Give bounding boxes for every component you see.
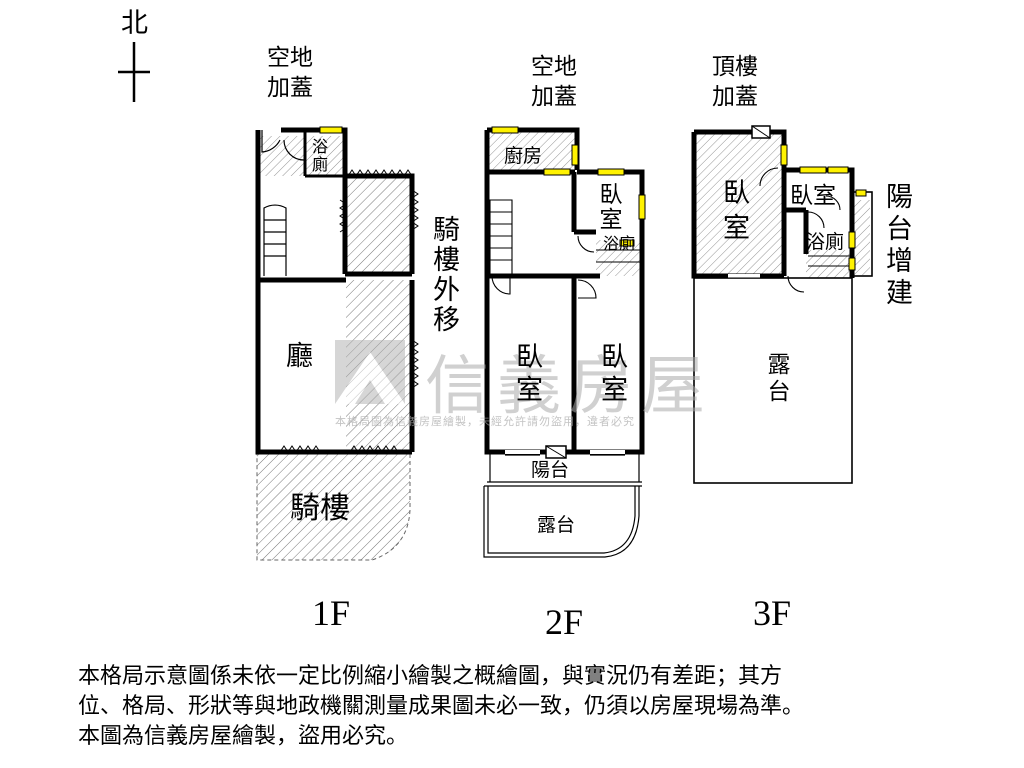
north-arrow-icon [118, 42, 150, 102]
f2-small-bedroom-label: 臥室 [595, 182, 621, 232]
floor-3-plan [691, 125, 873, 484]
floor-3-label: 3F [753, 593, 792, 633]
f2-open-space-addition-label: 空地加蓋 [531, 54, 577, 110]
f3-terrace-label: 露台 [763, 352, 789, 406]
f3-balcony-addition-label: 陽台增建 [881, 182, 912, 310]
f2-bath-label: 浴廁 [603, 234, 636, 253]
f1-bath-label: 浴廁 [309, 138, 328, 174]
disclaimer-line-2: 位、格局、形狀等與地政機關測量成果圖未必一致，仍須以房屋現場為準。 [78, 694, 805, 719]
f1-arcade-shift-label: 騎樓外移 [428, 215, 459, 335]
f2-kitchen-label: 廚房 [504, 145, 543, 167]
f3-left-bedroom-label: 臥室 [718, 178, 749, 248]
f1-arcade-label: 騎樓 [290, 491, 350, 526]
disclaimer-line-1: 本格局示意圖係未依一定比例縮小繪製之概繪圖，與實況仍有差距；其方 [78, 664, 783, 689]
disclaimer-line-3: 本圖為信義房屋繪製，盜用必究。 [78, 724, 409, 749]
floor-1-plan [255, 126, 419, 561]
f2-right-bedroom-label: 臥室 [596, 342, 627, 408]
f2-left-bedroom-label: 臥室 [511, 342, 542, 408]
floor-1-label: 1F [312, 593, 351, 633]
disclaimer-text: 本格局示意圖係未依一定比例縮小繪製之概繪圖，與實況仍有差距；其方 位、格局、形狀… [78, 662, 978, 752]
f1-open-space-addition-label: 空地加蓋 [267, 45, 313, 101]
f3-rooftop-addition-label: 頂樓加蓋 [712, 54, 758, 110]
watermark-brand: 信義房屋 [425, 350, 713, 424]
watermark-notice: 本格局圖為信義房屋繪製，未經允許請勿盜用，違者必究 [335, 415, 635, 428]
f3-right-bedroom-label: 臥室 [790, 183, 836, 209]
f2-balcony-label: 陽台 [531, 459, 570, 481]
f3-bath-label: 浴廁 [806, 231, 845, 253]
floor-2-label: 2F [545, 602, 584, 642]
f2-terrace-label: 露台 [537, 514, 576, 536]
brand-logo-icon [335, 340, 405, 404]
floor-2-plan [483, 126, 646, 558]
f1-hall-label: 廳 [286, 341, 313, 372]
north-label: 北 [121, 8, 148, 39]
